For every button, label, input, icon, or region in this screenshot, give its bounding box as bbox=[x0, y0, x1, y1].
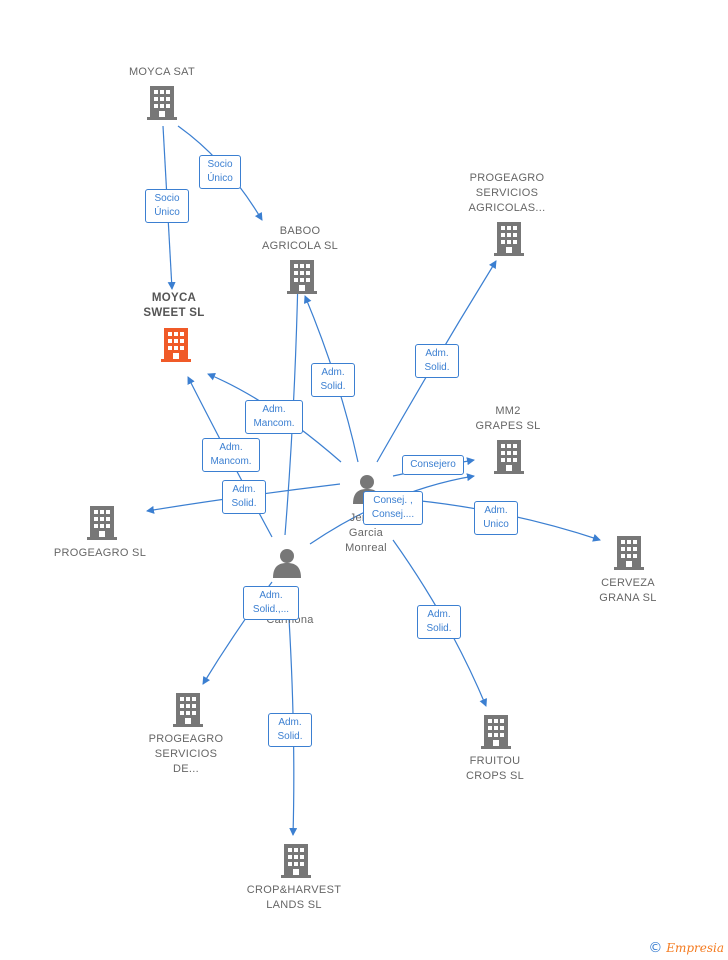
brand-name: Empresia bbox=[666, 941, 724, 955]
company-label-crop-harvest[interactable]: CROP&HARVEST LANDS SL bbox=[234, 883, 354, 913]
building-icon-cerveza[interactable] bbox=[614, 536, 644, 570]
label-line: SWEET SL bbox=[143, 307, 205, 319]
empresia-logo[interactable]: © Empresia bbox=[648, 940, 724, 956]
label-line: CERVEZA bbox=[601, 577, 655, 589]
edge-label-line: Adm. bbox=[219, 442, 243, 453]
edge-label-line: Adm. bbox=[259, 590, 283, 601]
building-icon-baboo[interactable] bbox=[287, 260, 317, 294]
edge-label-line: Solid. bbox=[231, 498, 257, 509]
label-line: Garcia bbox=[348, 527, 384, 539]
edge-label-line: Socio bbox=[154, 193, 180, 204]
edge-label-line: Único bbox=[207, 173, 233, 184]
person-icon-carmona[interactable] bbox=[273, 549, 301, 578]
company-label-progeagro-sl[interactable]: PROGEAGRO SL bbox=[40, 546, 160, 561]
edge-label-line: Solid.,... bbox=[252, 604, 290, 615]
company-label-moyca-sweet[interactable]: MOYCA SWEET SL bbox=[114, 291, 234, 321]
label-line: Monreal bbox=[345, 542, 387, 554]
edge-label-adm-mancom-1[interactable]: Adm. Mancom. bbox=[245, 400, 303, 434]
edge-label-socio-unico-baboo[interactable]: Socio Único bbox=[199, 155, 241, 189]
building-icon-moyca-sweet[interactable] bbox=[161, 328, 191, 362]
edge-label-line: Adm. bbox=[425, 348, 449, 359]
company-label-mm2[interactable]: MM2 GRAPES SL bbox=[448, 404, 568, 434]
label-line: MOYCA bbox=[151, 292, 197, 304]
edge-label-line: Solid. bbox=[320, 381, 346, 392]
building-icon-fruitou[interactable] bbox=[481, 715, 511, 749]
edge-label-adm-solid-baboo[interactable]: Adm. Solid. bbox=[311, 363, 355, 397]
company-label-baboo[interactable]: BABOO AGRICOLA SL bbox=[240, 224, 360, 254]
edge-label-line: Consejero bbox=[410, 459, 456, 470]
edge-label-line: Solid. bbox=[277, 731, 303, 742]
company-label-moyca-sat[interactable]: MOYCA SAT bbox=[102, 65, 222, 80]
label-line: BABOO bbox=[279, 225, 321, 237]
edge-label-line: Solid. bbox=[424, 362, 450, 373]
label-line: AGRICOLA SL bbox=[261, 240, 339, 252]
building-icon-crop-harvest[interactable] bbox=[281, 844, 311, 878]
edge-label-line: Adm. bbox=[427, 609, 451, 620]
edge-label-line: Mancom. bbox=[253, 418, 295, 429]
edge-label-adm-solid-progeagro-de[interactable]: Adm. Solid.,... bbox=[243, 586, 299, 620]
edge-label-line: Consej.... bbox=[371, 509, 415, 520]
edge-label-line: Adm. bbox=[232, 484, 256, 495]
building-icon-mm2[interactable] bbox=[494, 440, 524, 474]
company-label-fruitou[interactable]: FRUITOU CROPS SL bbox=[435, 754, 555, 784]
label-line: DE... bbox=[173, 763, 199, 775]
building-icon-moyca-sat[interactable] bbox=[147, 86, 177, 120]
edge-label-adm-solid-progeagro-agricolas[interactable]: Adm. Solid. bbox=[415, 344, 459, 378]
company-label-progeagro-agricolas[interactable]: PROGEAGRO SERVICIOS AGRICOLAS... bbox=[447, 171, 567, 216]
edge-label-line: Adm. bbox=[321, 367, 345, 378]
edge-label-line: Solid. bbox=[426, 623, 452, 634]
label-line: AGRICOLAS... bbox=[468, 202, 546, 214]
edge-label-line: Adm. bbox=[262, 404, 286, 415]
edge-label-line: Mancom. bbox=[210, 456, 252, 467]
edge-label-adm-solid-crop-harvest[interactable]: Adm. Solid. bbox=[268, 713, 312, 747]
edge-label-consej-mm2[interactable]: Consej. , Consej.... bbox=[363, 491, 423, 525]
company-label-cerveza[interactable]: CERVEZA GRANA SL bbox=[568, 576, 688, 606]
label-line: GRANA SL bbox=[599, 592, 657, 604]
building-icon-progeagro-de[interactable] bbox=[173, 693, 203, 727]
company-label-progeagro-de[interactable]: PROGEAGRO SERVICIOS DE... bbox=[126, 732, 246, 777]
edge-label-consejero-mm2[interactable]: Consejero bbox=[402, 455, 464, 475]
label-line: GRAPES SL bbox=[475, 420, 541, 432]
edge-label-adm-solid-progeagro-sl[interactable]: Adm. Solid. bbox=[222, 480, 266, 514]
edge-label-line: Adm. bbox=[278, 717, 302, 728]
edge-label-adm-solid-fruitou[interactable]: Adm. Solid. bbox=[417, 605, 461, 639]
copyright-icon: © bbox=[648, 940, 663, 956]
label-line: PROGEAGRO bbox=[148, 733, 224, 745]
edge-label-line: Unico bbox=[483, 519, 509, 530]
label-line: FRUITOU bbox=[469, 755, 521, 767]
edge-label-adm-mancom-2[interactable]: Adm. Mancom. bbox=[202, 438, 260, 472]
label-line: SERVICIOS bbox=[154, 748, 218, 760]
label-line: CROPS SL bbox=[465, 770, 525, 782]
edge-label-line: Adm. bbox=[484, 505, 508, 516]
label-line: PROGEAGRO bbox=[469, 172, 545, 184]
label-line: PROGEAGRO SL bbox=[53, 547, 147, 559]
edge-label-adm-unico-cerveza[interactable]: Adm. Unico bbox=[474, 501, 518, 535]
label-line: SERVICIOS bbox=[475, 187, 539, 199]
edge-label-line: Único bbox=[154, 207, 180, 218]
edge-label-line: Socio bbox=[207, 159, 233, 170]
building-icon-progeagro-sl[interactable] bbox=[87, 506, 117, 540]
building-icon-progeagro-agricolas[interactable] bbox=[494, 222, 524, 256]
label-line: CROP&HARVEST bbox=[246, 884, 342, 896]
label-line: MOYCA SAT bbox=[128, 66, 196, 78]
label-line: MM2 bbox=[495, 405, 521, 417]
label-line: LANDS SL bbox=[266, 899, 322, 911]
edge-label-socio-unico-moyca-sweet[interactable]: Socio Único bbox=[145, 189, 189, 223]
edge-label-line: Consej. , bbox=[373, 495, 413, 506]
